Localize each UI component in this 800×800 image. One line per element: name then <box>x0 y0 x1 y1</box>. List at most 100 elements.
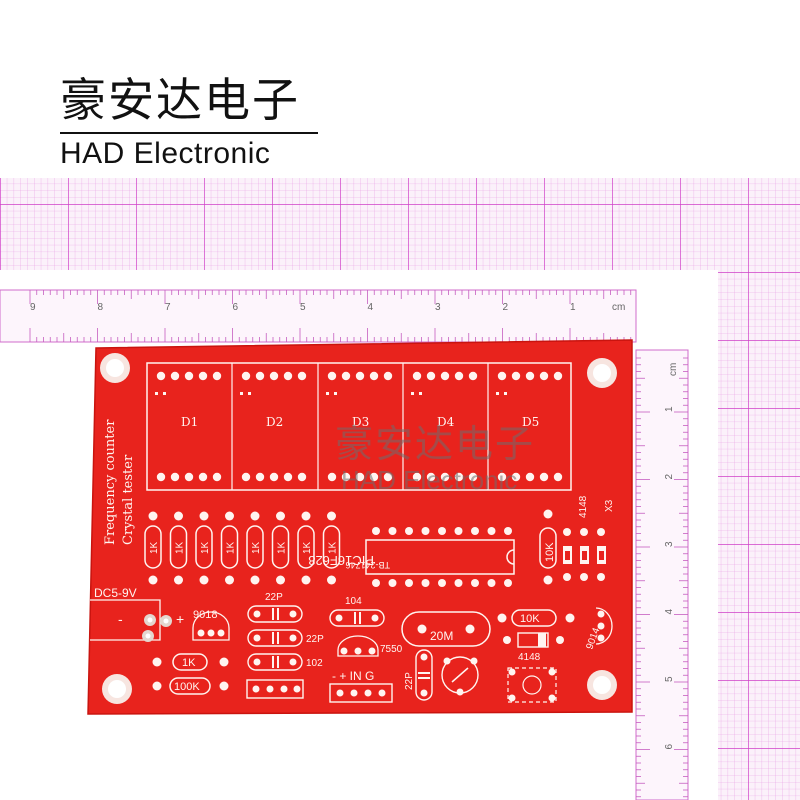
chip-pin <box>504 579 512 587</box>
resistor-pad <box>301 575 311 585</box>
resistor-pad <box>301 511 311 521</box>
chip-pin <box>454 579 463 587</box>
resistor-1k-label: 1K <box>302 541 313 554</box>
display-pin <box>497 371 507 381</box>
regulator-7550-label: 7550 <box>380 644 403 655</box>
diode-4148-a-label: 4148 <box>578 495 589 518</box>
resistor-1k-label: 1K <box>251 541 262 554</box>
resistor-100k-label: 100K <box>174 681 200 693</box>
power-label: DC5-9V <box>94 586 137 600</box>
display-pin <box>269 371 279 381</box>
ruler-top-number: 3 <box>435 302 441 313</box>
display-pin <box>255 472 265 482</box>
cap-22p-top-label: 22P <box>265 592 283 603</box>
display-pin <box>412 371 422 381</box>
chip-pin <box>421 579 430 587</box>
resistor-pad <box>148 575 158 585</box>
resistor-10k-vertical: 10K <box>539 509 557 585</box>
display-pin <box>283 472 293 482</box>
ruler-right-number: 5 <box>664 676 675 682</box>
mounting-hole-top-left <box>100 353 130 383</box>
display-pin <box>525 472 535 482</box>
svg-text:+: + <box>176 611 184 627</box>
ruler-top-number: 1 <box>570 302 576 313</box>
mounting-hole-bottom-right <box>587 670 617 700</box>
display-pin <box>369 371 379 381</box>
display-label: D3 <box>352 415 369 429</box>
display-pin <box>156 371 166 381</box>
display-pin <box>170 371 180 381</box>
crystal-socket-x3: 4148 X3 <box>563 495 615 581</box>
ruler-right-number: 1 <box>664 406 675 412</box>
display-pin <box>355 472 365 482</box>
capacitor-group: 22P 22P 102 <box>246 592 324 699</box>
resistor-body <box>169 525 188 569</box>
resistor-pad <box>276 511 285 521</box>
ruler-top-number: 6 <box>233 302 239 313</box>
ruler-top-unit: cm <box>612 302 625 313</box>
resistor-body <box>322 525 341 569</box>
resistor-body <box>297 525 315 569</box>
resistor-pad <box>174 511 183 521</box>
brand-underline <box>60 132 318 134</box>
display-pin <box>468 371 478 381</box>
transistor-9018: 9018 <box>192 609 230 641</box>
capacitor-104: 104 <box>329 596 385 627</box>
display-pin <box>341 472 351 482</box>
chip-name: PIC16F628 <box>308 553 374 568</box>
display-label: D2 <box>266 415 283 429</box>
resistor-10k-b-label: 10K <box>520 613 540 625</box>
display-label: D5 <box>522 415 539 429</box>
display-pin <box>539 472 549 482</box>
chip-pin <box>372 527 380 535</box>
display-pin <box>383 472 393 482</box>
display-pin <box>341 371 351 381</box>
chip-pin <box>405 527 413 535</box>
display-pin <box>426 472 436 482</box>
resistor-1k-label: 1K <box>226 541 237 554</box>
resistor-10k-horizontal: 10K <box>497 609 575 627</box>
resistor-1k-label: 1K <box>277 541 288 554</box>
resistor-pad <box>225 511 234 521</box>
ruler-right-unit: cm <box>668 363 679 376</box>
cap-22p-vertical-label: 22P <box>404 672 415 690</box>
capacitor-22p-vertical: 22P <box>404 649 433 701</box>
display-pin <box>539 371 549 381</box>
resistor-pad <box>199 575 209 585</box>
resistor-pad <box>225 575 234 585</box>
diode-4148: 4148 <box>503 632 564 663</box>
resistor-body <box>271 525 290 569</box>
chip-pin <box>471 527 479 535</box>
resistor-1k-label: 1K <box>175 541 186 554</box>
display-label: D4 <box>437 415 455 429</box>
connector-label: - + IN G <box>332 669 374 683</box>
x3-label: X3 <box>604 499 615 512</box>
ruler-top-number: 7 <box>165 302 171 313</box>
resistor-body <box>220 525 239 569</box>
mounting-hole-bottom-left <box>102 674 132 704</box>
display-pin <box>184 371 194 381</box>
resistor-body <box>144 525 162 569</box>
display-pin <box>440 371 450 381</box>
display-pin <box>327 472 337 482</box>
chip-pin <box>487 579 496 587</box>
chip-pin <box>388 527 397 535</box>
pushbutton-footprint <box>507 667 557 703</box>
cap-104-label: 104 <box>345 596 362 607</box>
mounting-hole-top-right <box>587 358 617 388</box>
chip-pin <box>471 579 479 587</box>
chip-pin <box>421 527 430 535</box>
ruler-top-number: 5 <box>300 302 306 313</box>
resistor-body <box>246 525 264 569</box>
resistor-1k-label: 1K <box>328 541 339 554</box>
resistor-pad <box>250 511 260 521</box>
ruler-top-number: 4 <box>368 302 374 313</box>
board-title-line-2: Crystal tester <box>121 454 136 545</box>
ruler-right-number: 2 <box>664 474 675 480</box>
resistor-1k-label: 1K <box>182 657 196 669</box>
display-pin <box>553 371 563 381</box>
ruler-right-number: 6 <box>664 744 675 750</box>
